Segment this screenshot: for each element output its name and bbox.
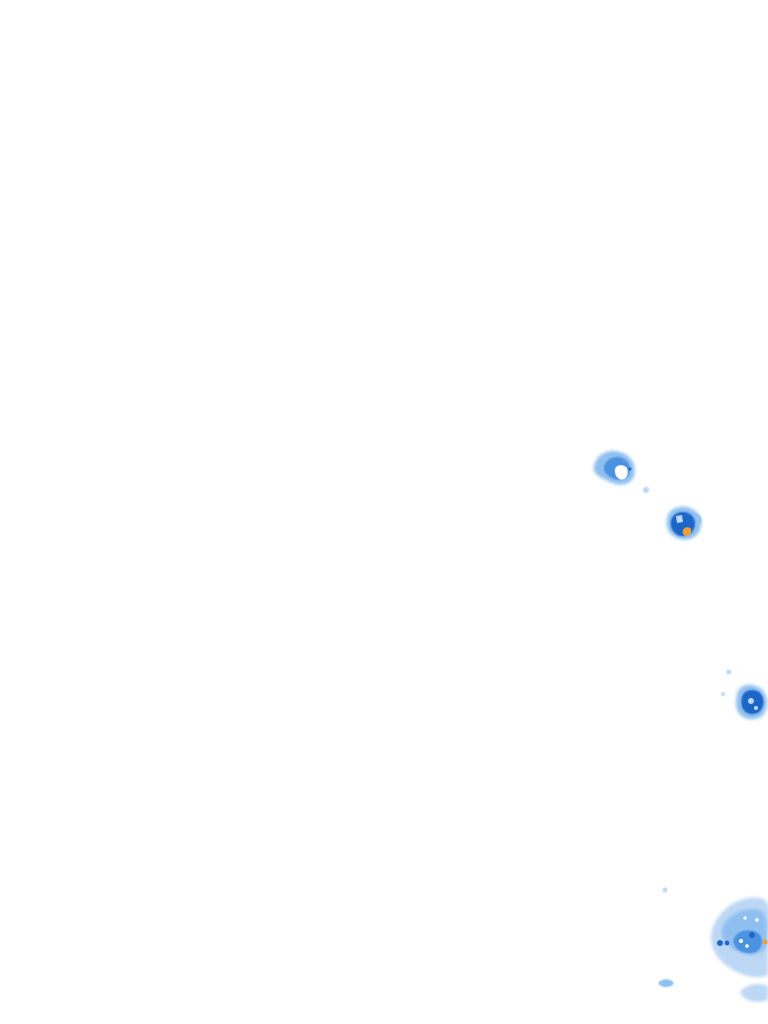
precip-cell-center — [666, 506, 702, 540]
precip-cell-right-edge — [721, 669, 768, 720]
precip-cell-upper-left — [593, 450, 650, 494]
precip-band-bottom-right — [658, 887, 768, 1002]
